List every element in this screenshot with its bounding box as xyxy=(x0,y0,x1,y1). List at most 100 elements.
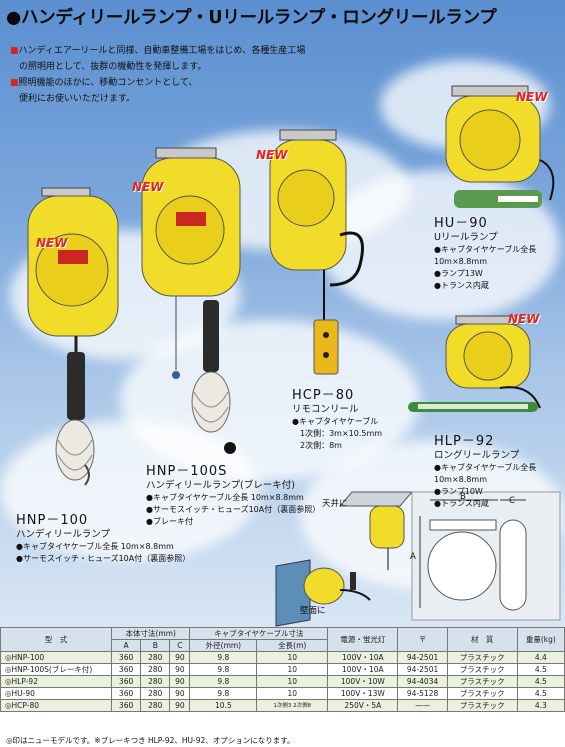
table-header-row: 型 式 本体寸法(mm) キャブタイヤケーブル寸法 電源・蛍光灯 〒 材 質 重… xyxy=(0,627,565,652)
table-cell: ◎HNP-100 xyxy=(0,651,112,664)
product-spec: 1次側：3m×10.5mm xyxy=(292,429,383,438)
table-cell: 1次側3 2次側8 xyxy=(256,699,329,712)
dim-label-a: A xyxy=(410,552,416,562)
footnote: ◎印はニューモデルです。※ブレーキつき HLP-92、HU-92、オプションにな… xyxy=(6,736,295,745)
table-cell: プラスチック xyxy=(446,687,518,700)
col-header: 電源・蛍光灯 xyxy=(327,627,399,652)
table-cell: 9.8 xyxy=(189,675,258,688)
table-cell: 94-2501 xyxy=(397,651,448,664)
product-spec: 2次側：8m xyxy=(292,441,342,450)
col-subheader: A xyxy=(110,639,142,652)
col-header: 材 質 xyxy=(446,627,518,652)
product-code: HLP－92 xyxy=(434,434,495,449)
intro-text: ■ハンディエアーリールと同様、自動車整備工場をはじめ、各種生産工場 の照明用とし… xyxy=(10,43,305,107)
table-cell: 280 xyxy=(140,651,171,664)
table-cell: —— xyxy=(397,699,448,712)
table-cell: プラスチック xyxy=(446,651,518,664)
product-name: ロングリールランプ xyxy=(434,450,520,461)
new-badge: NEW xyxy=(132,180,164,194)
table-cell: 360 xyxy=(110,651,142,664)
table-cell: 100V・10W xyxy=(327,675,399,688)
table-cell: 4.5 xyxy=(516,687,565,700)
intro-line: 便利にお使いいただけます。 xyxy=(19,94,136,104)
cloud xyxy=(0,420,260,560)
product-spec: ●キャブタイヤケーブル xyxy=(292,417,379,426)
ceiling-mount-label: 天井に xyxy=(322,499,348,509)
hnp100-reel-image xyxy=(27,187,119,486)
new-badge: NEW xyxy=(508,312,540,326)
col-subheader: 外径(mm) xyxy=(189,639,258,652)
product-label-hnp100s: HNP－100S ハンディリールランプ(ブレーキ付) ●キャブタイヤケーブル全長… xyxy=(146,464,320,528)
table-cell: 360 xyxy=(110,699,142,712)
table-cell: 94-4034 xyxy=(397,675,448,688)
table-cell: ◎HNP-100S(ブレーキ付) xyxy=(0,663,112,676)
table-cell: プラスチック xyxy=(446,675,518,688)
new-badge: NEW xyxy=(36,236,68,250)
table-cell: 100V・10A xyxy=(327,651,399,664)
table-cell: 90 xyxy=(169,699,191,712)
hnp100s-reel-image xyxy=(141,147,241,454)
product-spec: ●トランス内蔵 xyxy=(434,499,489,508)
col-header: 本体寸法(mm) xyxy=(110,627,191,640)
product-label-hlp92: HLP－92 ロングリールランプ ●キャブタイヤケーブル全長 10m×8.8mm… xyxy=(434,434,565,510)
product-name: リモコンリール xyxy=(292,404,359,415)
product-code: HNP－100 xyxy=(16,513,89,528)
product-code: HNP－100S xyxy=(146,464,228,479)
table-cell: プラスチック xyxy=(446,699,518,712)
product-spec: ●サーモスイッチ・ヒューズ10A付（裏面参照） xyxy=(16,554,191,563)
table-cell: 90 xyxy=(169,651,191,664)
table-cell: 90 xyxy=(169,675,191,688)
table-cell: 10 xyxy=(256,663,329,676)
col-subheader: C xyxy=(169,639,191,652)
dimension-diagram xyxy=(411,491,561,621)
product-code: HU－90 xyxy=(434,216,488,231)
dim-label-b: B xyxy=(460,492,466,502)
dim-label-c: C xyxy=(509,496,515,506)
table-cell: 4.5 xyxy=(516,663,565,676)
intro-line: の照明用として、抜群の機動性を発揮します。 xyxy=(19,62,207,72)
table-cell: 90 xyxy=(169,687,191,700)
table-cell: 280 xyxy=(140,699,171,712)
col-header: 型 式 xyxy=(0,627,112,652)
col-header: 重量(kg) xyxy=(516,627,565,652)
hu90-reel-image xyxy=(445,85,555,208)
table-cell: 4.3 xyxy=(516,699,565,712)
product-name: Uリールランプ xyxy=(434,232,498,243)
hlp92-reel-image xyxy=(408,315,541,412)
table-cell: 280 xyxy=(140,675,171,688)
table-cell: 94-5128 xyxy=(397,687,448,700)
table-cell: 360 xyxy=(110,687,142,700)
table-cell: 280 xyxy=(140,663,171,676)
page-title: ●ハンディリールランプ・Uリールランプ・ロングリールランプ xyxy=(6,8,497,28)
product-label-hnp100: HNP－100 ハンディリールランプ ●キャブタイヤケーブル全長 10m×8.8… xyxy=(16,513,190,565)
table-cell: 94-2501 xyxy=(397,663,448,676)
col-subheader: B xyxy=(140,639,171,652)
product-label-hu90: HU－90 Uリールランプ ●キャブタイヤケーブル全長 10m×8.8mm ●ラ… xyxy=(434,216,565,292)
table-cell: 280 xyxy=(140,687,171,700)
product-name: ハンディリールランプ xyxy=(16,529,111,540)
product-spec: ●キャブタイヤケーブル全長 10m×8.8mm xyxy=(434,245,537,266)
table-cell: 360 xyxy=(110,663,142,676)
intro-line: ■照明機能のほかに、移動コンセントとして、 xyxy=(10,78,198,88)
table-cell: ◎HCP-80 xyxy=(0,699,112,712)
table-cell: 9.8 xyxy=(189,651,258,664)
col-subheader: 全長(m) xyxy=(256,639,329,652)
intro-line: ■ハンディエアーリールと同様、自動車整備工場をはじめ、各種生産工場 xyxy=(10,46,306,56)
table-cell: 9.8 xyxy=(189,687,258,700)
table-cell: 4.5 xyxy=(516,675,565,688)
hcp80-reel-image xyxy=(269,129,364,375)
product-spec: ●ランプ13W xyxy=(434,269,483,278)
wall-mount-label: 壁面に xyxy=(300,606,326,616)
spec-table: 型 式 本体寸法(mm) キャブタイヤケーブル寸法 電源・蛍光灯 〒 材 質 重… xyxy=(0,627,565,712)
table-cell: 4.4 xyxy=(516,651,565,664)
table-cell: 10 xyxy=(256,687,329,700)
table-cell: 10 xyxy=(256,651,329,664)
table-cell: 10.5 xyxy=(189,699,258,712)
product-spec: ●サーモスイッチ・ヒューズ10A付（裏面参照） xyxy=(146,505,321,514)
table-cell: 90 xyxy=(169,663,191,676)
product-spec: ●ランプ10W xyxy=(434,487,483,496)
col-header: 〒 xyxy=(397,627,448,652)
table-cell: 250V・5A xyxy=(327,699,399,712)
table-cell: 100V・10A xyxy=(327,663,399,676)
